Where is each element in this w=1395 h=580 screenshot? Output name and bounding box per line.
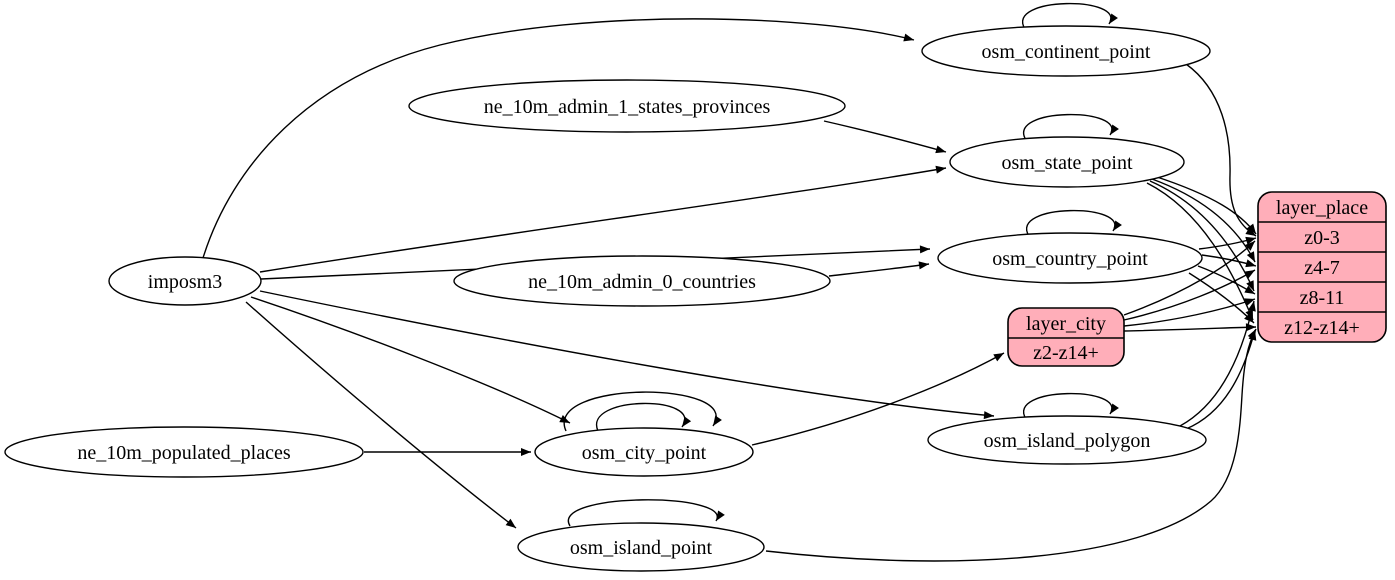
island-polygon-label: osm_island_polygon <box>984 430 1151 452</box>
layer-place-rect <box>1257 191 1387 343</box>
selfloop-city-outer <box>563 391 722 432</box>
node-ne-10m-populated-places: ne_10m_populated_places <box>4 426 364 478</box>
node-osm-island-polygon: osm_island_polygon <box>927 415 1207 465</box>
node-osm-country-point: osm_country_point <box>937 232 1203 284</box>
continent-label: osm_continent_point <box>982 41 1151 63</box>
selfloop-city-inner <box>595 402 692 432</box>
edge-island-polygon-z8-11 <box>1179 300 1256 427</box>
node-ne-10m-admin-1-states-provinces: ne_10m_admin_1_states_provinces <box>408 79 846 133</box>
edge-country-z4-7 <box>1201 254 1257 268</box>
island-polygon-ellipse <box>927 415 1207 465</box>
layer-place-row-z4-7: z4-7 <box>1304 257 1340 279</box>
edge-country-z0-3 <box>1198 236 1257 250</box>
selfloop-state <box>1022 113 1119 141</box>
edge-imposm3-island-polygon <box>259 290 995 420</box>
island-point-ellipse <box>517 522 765 572</box>
edge-continent-z0-3 <box>1185 63 1257 237</box>
layer-place-row-z12-z14: z12-z14+ <box>1284 317 1360 339</box>
selfloop-country <box>1025 209 1122 237</box>
edge-state-z0-3 <box>1153 175 1257 235</box>
ne-admin0-ellipse <box>453 255 831 307</box>
edge-imposm3-continent <box>202 18 915 259</box>
layer-city-title: layer_city <box>1026 313 1106 335</box>
node-osm-continent-point: osm_continent_point <box>921 25 1211 77</box>
edge-country-z12-z14 <box>1188 272 1255 324</box>
edge-island-polygon-z12-z14 <box>1185 329 1257 430</box>
edge-island-point-z12-z14 <box>765 328 1257 562</box>
selfloop-island-point <box>567 499 725 527</box>
edge-layer-city-z0-3 <box>1123 240 1256 316</box>
edge-layer-city-z4-7 <box>1123 269 1256 321</box>
node-layer-place: layer_place z0-3 z4-7 z8-11 z12-z14+ <box>1257 191 1387 343</box>
ne-admin0-label: ne_10m_admin_0_countries <box>528 271 756 293</box>
node-osm-city-point: osm_city_point <box>534 427 754 477</box>
edge-city-layer-city <box>751 352 1005 446</box>
continent-ellipse <box>921 25 1211 77</box>
city-ellipse <box>534 427 754 477</box>
edge-layer-city-z12-z14 <box>1123 323 1257 332</box>
island-point-label: osm_island_point <box>570 537 713 559</box>
edge-country-z8-11 <box>1197 265 1256 295</box>
city-label: osm_city_point <box>582 442 707 464</box>
ne-populated-ellipse <box>4 426 364 478</box>
layer-place-title: layer_place <box>1276 197 1368 219</box>
node-osm-state-point: osm_state_point <box>949 136 1185 188</box>
state-label: osm_state_point <box>1001 152 1133 174</box>
imposm3-ellipse <box>108 256 262 306</box>
edge-ne-admin0-country <box>828 261 930 277</box>
edge-group <box>202 2 1257 562</box>
layer-place-row-z8-11: z8-11 <box>1300 287 1345 309</box>
edge-state-z4-7 <box>1151 178 1256 263</box>
layer-place-row-z0-3: z0-3 <box>1304 227 1340 249</box>
edge-imposm3-state <box>259 165 947 273</box>
ne-admin1-label: ne_10m_admin_1_states_provinces <box>484 96 771 118</box>
node-imposm3: imposm3 <box>108 256 262 306</box>
selfloop-island-polygon <box>1022 392 1119 420</box>
edge-imposm3-island-point <box>245 301 517 529</box>
country-ellipse <box>937 232 1203 284</box>
ne-populated-label: ne_10m_populated_places <box>77 442 290 464</box>
node-ne-10m-admin-0-countries: ne_10m_admin_0_countries <box>453 255 831 307</box>
ne-admin1-ellipse <box>408 79 846 133</box>
node-osm-island-point: osm_island_point <box>517 522 765 572</box>
edge-layer-city-z8-11 <box>1123 298 1256 327</box>
imposm3-label: imposm3 <box>148 271 222 293</box>
edge-imposm3-city <box>250 296 571 424</box>
country-label: osm_country_point <box>992 248 1148 270</box>
selfloop-continent <box>1021 2 1118 30</box>
layer-city-row-z2-z14: z2-z14+ <box>1033 342 1099 364</box>
edge-ne-admin1-state <box>823 120 947 154</box>
node-layer-city: layer_city z2-z14+ <box>1007 307 1125 367</box>
state-ellipse <box>949 136 1185 188</box>
layer-city-rect <box>1007 307 1125 367</box>
